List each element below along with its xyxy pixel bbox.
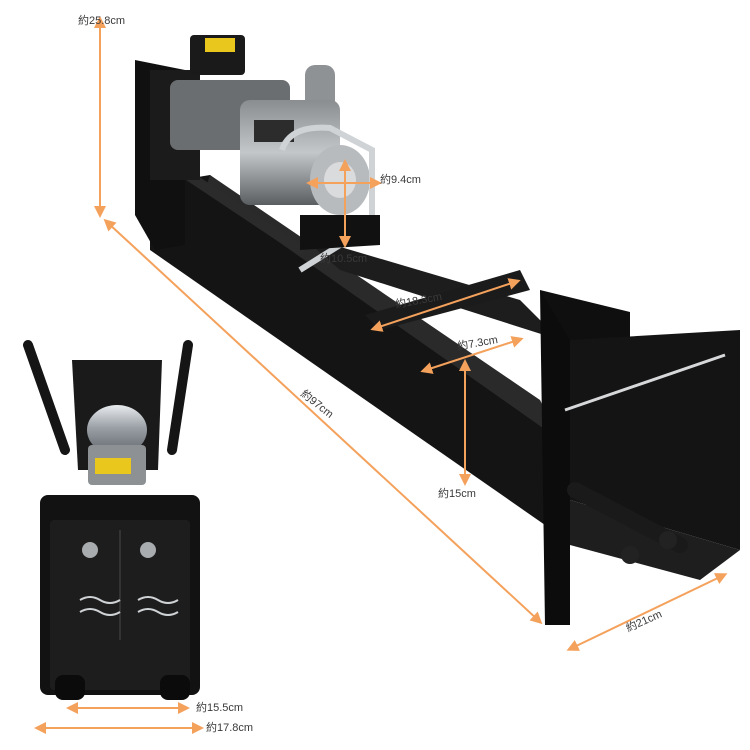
width-label: 約21cm [624, 607, 664, 635]
push-plate-height-label: 約7.3cm [456, 332, 499, 353]
splitter-side-view [135, 35, 740, 625]
dimension-arrows [34, 15, 728, 734]
cylinder-diameter-label: 約9.4cm [380, 172, 421, 186]
splitter-rear-view [23, 340, 200, 700]
base-outer-width-label: 約17.8cm [206, 720, 253, 734]
cylinder-height-label: 約10.5cm [320, 251, 367, 265]
base-inner-width-label: 約15.5cm [196, 700, 243, 714]
height-label: 約25.8cm [78, 13, 125, 27]
beam-height-label: 約15cm [438, 486, 476, 500]
